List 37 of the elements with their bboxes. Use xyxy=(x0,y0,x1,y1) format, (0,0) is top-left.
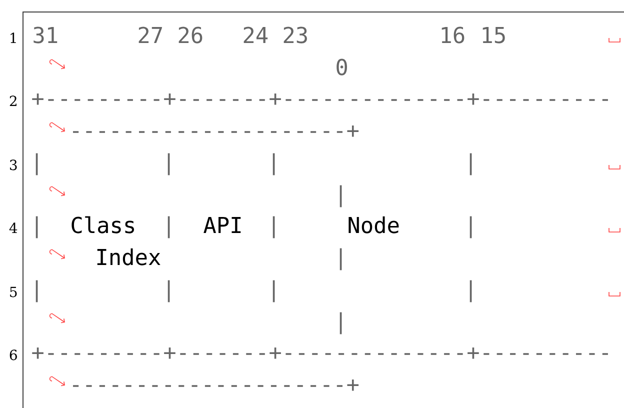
line-number: 3 xyxy=(10,160,17,170)
code-text: | xyxy=(272,153,275,176)
code-text: 26 xyxy=(178,26,202,44)
code-text: API xyxy=(204,217,241,233)
code-text: ---------------------+ xyxy=(73,379,359,391)
code-text: 23 xyxy=(284,26,307,44)
code-text: | xyxy=(272,280,275,302)
code-text: Node xyxy=(348,216,399,234)
code-text: | xyxy=(340,185,342,208)
code-text: | xyxy=(168,280,170,302)
line-number: 5 xyxy=(10,286,17,298)
code-text: | xyxy=(168,153,170,176)
code-text: +---------+-------+--------------+---------- xyxy=(32,93,608,105)
code-text: | xyxy=(168,216,170,238)
code-text: 31 xyxy=(34,26,58,44)
line-number: 4 xyxy=(9,222,18,233)
line-number: 6 xyxy=(10,350,17,360)
code-text: Index xyxy=(97,248,160,266)
code-text: | xyxy=(36,153,38,176)
code-text: 15 xyxy=(482,27,505,44)
code-text: | xyxy=(470,153,472,176)
code-text: 16 xyxy=(442,26,464,44)
line-number: 2 xyxy=(10,96,16,106)
code-text: 0 xyxy=(336,58,347,76)
code-text: | xyxy=(340,248,342,270)
code-text: 27 xyxy=(138,26,162,43)
code-text: | xyxy=(36,280,38,302)
code-text: | xyxy=(470,216,472,238)
code-text: 24 xyxy=(244,26,268,43)
code-text: | xyxy=(272,216,275,238)
code-text: ---------------------+ xyxy=(73,125,359,137)
code-text: | xyxy=(36,216,38,238)
line-number: 1 xyxy=(10,32,16,43)
code-text: Class xyxy=(72,216,134,234)
code-text: +---------+-------+--------------+---------- xyxy=(32,347,608,359)
code-text: | xyxy=(470,280,472,302)
code-text: | xyxy=(340,312,342,334)
